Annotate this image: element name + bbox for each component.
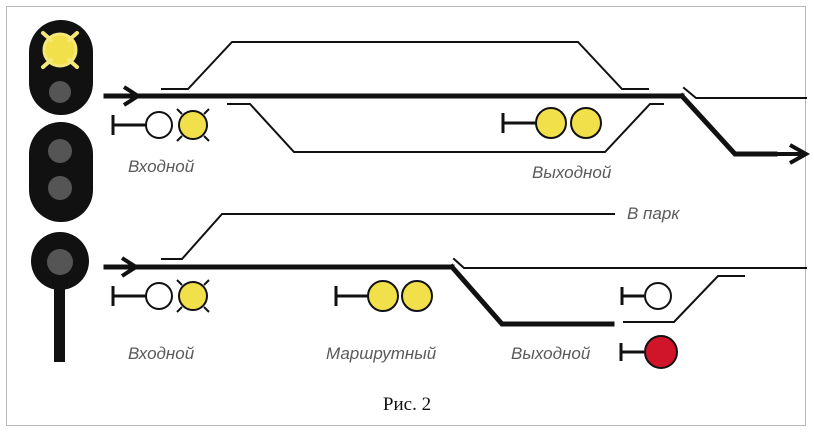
entry-signal-label-upper: Входной — [128, 157, 195, 176]
entry-signal-lower — [111, 279, 210, 313]
flashing-lamp-icon — [41, 31, 79, 69]
white-lamp — [145, 111, 173, 139]
unlit-lamp — [48, 176, 72, 200]
arrow-right-icon — [770, 143, 811, 165]
white-lamp — [145, 282, 173, 310]
yellow-lamp — [570, 107, 602, 139]
unlit-lamp — [47, 249, 73, 275]
mast-pole — [54, 280, 65, 362]
exit-signal-upper — [501, 107, 602, 139]
figure-caption: Рис. 2 — [383, 394, 431, 415]
figure-frame — [6, 6, 806, 426]
lower-diverging-track — [448, 263, 615, 327]
exit-signal-label-upper: Выходной — [532, 163, 612, 182]
unlit-lamp — [48, 139, 72, 163]
shunting-signal-white — [620, 282, 672, 310]
route-signal-label: Маршрутный — [326, 344, 437, 363]
upper-siding-bottom — [227, 103, 664, 153]
red-lamp — [644, 335, 678, 369]
park-track — [161, 213, 615, 260]
route-signal — [334, 280, 433, 312]
yellow-lamp — [367, 280, 399, 312]
lower-right-siding — [623, 275, 745, 323]
upper-siding-top — [161, 41, 649, 90]
arrow-right-icon — [106, 256, 140, 278]
to-park-label: В парк — [627, 204, 680, 223]
flashing-lamp-icon — [178, 281, 208, 311]
exit-signal-lower — [619, 335, 678, 369]
entry-signal-label-lower: Входной — [128, 344, 195, 363]
upper-tracks — [103, 41, 807, 157]
arrow-right-icon — [106, 85, 142, 107]
flashing-lamp-icon — [178, 110, 208, 140]
yellow-lamp — [535, 107, 567, 139]
signal-mast-icon — [29, 20, 93, 362]
exit-signal-label-lower: Выходной — [511, 344, 591, 363]
white-lamp — [644, 282, 672, 310]
lower-tracks — [103, 213, 807, 327]
side-track-upper-right — [682, 86, 807, 99]
yellow-lamp — [401, 280, 433, 312]
signal-head-middle — [29, 122, 93, 222]
entry-signal-upper — [111, 108, 210, 142]
unlit-lamp — [49, 81, 71, 103]
exit-diverging-track — [678, 92, 778, 157]
lower-through-track — [452, 257, 807, 269]
